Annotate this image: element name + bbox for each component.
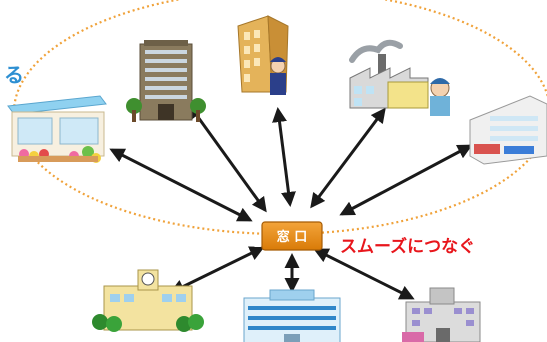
- construction-worker-building-icon: [237, 15, 289, 95]
- arrow-construction-building: [272, 107, 296, 207]
- hospital-icon: [402, 287, 481, 342]
- office-building-icon: [126, 40, 206, 122]
- arrows: [109, 103, 473, 300]
- factory-with-worker-icon: [349, 39, 450, 116]
- school-icon: [92, 269, 204, 332]
- hub-label: 窓 口: [277, 229, 308, 245]
- hub-box: [261, 221, 323, 251]
- caption-text: スムーズにつなぐ: [340, 236, 475, 257]
- arrow-office-building: [188, 103, 267, 213]
- hub-node: 窓 口: [261, 221, 323, 251]
- arrow-school: [169, 246, 265, 294]
- arrow-hospital: [313, 248, 415, 300]
- partial-label: る: [4, 63, 24, 87]
- shopping-mall-icon: [469, 95, 547, 165]
- city-hall-icon: [243, 289, 341, 342]
- arrow-shopping-mall: [339, 144, 473, 216]
- flower-shop-icon: [7, 95, 107, 163]
- arrow-factory: [310, 107, 386, 209]
